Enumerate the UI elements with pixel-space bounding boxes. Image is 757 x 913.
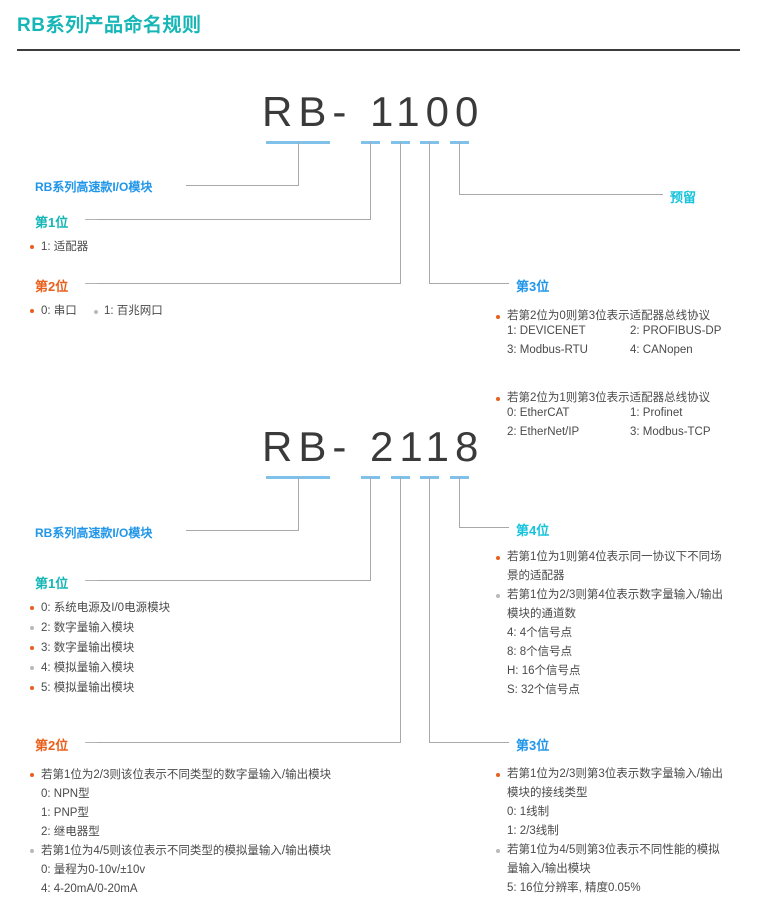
bullet bbox=[30, 686, 34, 690]
type-option: 0: NPN型 bbox=[41, 788, 90, 800]
module-type-line: 5: 模拟量输出模块 bbox=[41, 682, 135, 694]
protocol-group-title: 若第2位为0则第3位表示适配器总线协议 bbox=[507, 310, 711, 322]
bullet bbox=[496, 773, 500, 777]
wiring-group-title: 若第1位为4/5则第3位表示不同性能的模拟量输入/输出模块 bbox=[507, 844, 720, 875]
leader-d3-horz-1 bbox=[429, 283, 509, 284]
section-line: 0: 串口 bbox=[41, 305, 77, 317]
bullet bbox=[30, 666, 34, 670]
leader-prefix-horz-2 bbox=[186, 530, 299, 531]
channel-option: S: 32个信号点 bbox=[507, 684, 580, 696]
bullet bbox=[496, 594, 500, 598]
leader-d3-vert-2 bbox=[429, 477, 430, 742]
section-rule-d2-2 bbox=[85, 742, 97, 743]
type-group-title: 若第1位为2/3则该位表示不同类型的数字量输入/输出模块 bbox=[41, 769, 332, 781]
bullet bbox=[30, 606, 34, 610]
type-option: 0: 量程为0-10v/±10v bbox=[41, 864, 146, 876]
part-number-1: RB- 1100 bbox=[262, 88, 485, 135]
protocol-option: 3: Modbus-TCP bbox=[630, 426, 711, 438]
module-label-2: RB系列高速款I/O模块 bbox=[35, 526, 153, 540]
leader-d4-vert-1 bbox=[459, 142, 460, 194]
type-group-title: 若第1位为4/5则该位表示不同类型的模拟量输入/输出模块 bbox=[41, 845, 332, 857]
wiring-option: 5: 16位分辨率, 精度0.05% bbox=[507, 882, 641, 894]
section-line: 1: 适配器 bbox=[41, 241, 89, 253]
leader-d3-vert-1 bbox=[429, 142, 430, 283]
bullet bbox=[30, 626, 34, 630]
leader-d1-vert-1 bbox=[370, 142, 371, 219]
leader-prefix-horz-1 bbox=[186, 185, 299, 186]
leader-d2-vert-1 bbox=[400, 142, 401, 283]
type-option: 2: 继电器型 bbox=[41, 826, 100, 838]
bullet bbox=[30, 646, 34, 650]
protocol-option: 0: EtherCAT bbox=[507, 407, 570, 419]
bullet bbox=[30, 849, 34, 853]
bullet bbox=[496, 556, 500, 560]
channel-group-title: 若第1位为2/3则第4位表示数字量输入/输出模块的通道数 bbox=[507, 589, 723, 620]
section-heading-d2-2: 第2位 bbox=[35, 738, 69, 753]
bullet bbox=[30, 309, 34, 313]
section-heading-d1-2: 第1位 bbox=[35, 576, 69, 591]
leader-prefix-vert-2 bbox=[298, 477, 299, 530]
reserved-label-1: 预留 bbox=[670, 190, 697, 205]
module-type-line: 4: 模拟量输入模块 bbox=[41, 662, 135, 674]
module-type-line: 0: 系统电源及I/0电源模块 bbox=[41, 602, 171, 614]
leader-d4-horz-1 bbox=[459, 194, 663, 195]
section-rule-d1-2 bbox=[85, 580, 97, 581]
leader-d1-vert-2 bbox=[370, 477, 371, 580]
module-label-1: RB系列高速款I/O模块 bbox=[35, 180, 153, 194]
protocol-option: 4: CANopen bbox=[630, 344, 693, 356]
protocol-option: 1: DEVICENET bbox=[507, 325, 586, 337]
section-heading-d3-2: 第3位 bbox=[516, 738, 550, 753]
protocol-group-title: 若第2位为1则第3位表示适配器总线协议 bbox=[507, 392, 711, 404]
leader-d1-horz-1 bbox=[97, 219, 371, 220]
wiring-option: 0: 1线制 bbox=[507, 806, 550, 818]
bullet bbox=[496, 397, 500, 401]
protocol-option: 3: Modbus-RTU bbox=[507, 344, 588, 356]
leader-prefix-vert-1 bbox=[298, 142, 299, 185]
page-title: RB系列产品命名规则 bbox=[17, 15, 202, 36]
channel-option: 4: 4个信号点 bbox=[507, 627, 573, 639]
leader-d4-vert-2 bbox=[459, 477, 460, 527]
channel-option: 8: 8个信号点 bbox=[507, 646, 573, 658]
section-heading-d4-2: 第4位 bbox=[516, 523, 550, 538]
bullet bbox=[94, 310, 98, 314]
leader-d2-horz-1 bbox=[97, 283, 401, 284]
leader-d3-horz-2 bbox=[429, 742, 509, 743]
section-heading-d3-1: 第3位 bbox=[516, 279, 550, 294]
leader-d2-horz-2 bbox=[97, 742, 401, 743]
channel-group-title: 若第1位为1则第4位表示同一协议下不同场景的适配器 bbox=[507, 551, 722, 582]
bullet bbox=[30, 245, 34, 249]
section-line: 1: 百兆网口 bbox=[104, 305, 163, 317]
channel-option: H: 16个信号点 bbox=[507, 665, 581, 677]
leader-d4-horz-2 bbox=[459, 527, 509, 528]
type-option: 1: PNP型 bbox=[41, 807, 89, 819]
module-type-line: 2: 数字量输入模块 bbox=[41, 622, 135, 634]
section-heading-d1-1: 第1位 bbox=[35, 215, 69, 230]
bullet bbox=[30, 773, 34, 777]
leader-d1-horz-2 bbox=[97, 580, 371, 581]
wiring-group-title: 若第1位为2/3则第3位表示数字量输入/输出模块的接线类型 bbox=[507, 768, 723, 799]
bullet bbox=[496, 849, 500, 853]
title-divider bbox=[17, 49, 740, 51]
bullet bbox=[496, 315, 500, 319]
protocol-option: 2: PROFIBUS-DP bbox=[630, 325, 722, 337]
protocol-option: 1: Profinet bbox=[630, 407, 683, 419]
section-heading-d2-1: 第2位 bbox=[35, 279, 69, 294]
section-rule-d1-1 bbox=[85, 219, 97, 220]
section-rule-d2-1 bbox=[85, 283, 97, 284]
part-number-2: RB- 2118 bbox=[262, 423, 485, 470]
protocol-option: 2: EtherNet/IP bbox=[507, 426, 580, 438]
wiring-option: 1: 2/3线制 bbox=[507, 825, 559, 837]
leader-d2-vert-2 bbox=[400, 477, 401, 742]
module-type-line: 3: 数字量输出模块 bbox=[41, 642, 135, 654]
type-option: 4: 4-20mA/0-20mA bbox=[41, 883, 138, 895]
